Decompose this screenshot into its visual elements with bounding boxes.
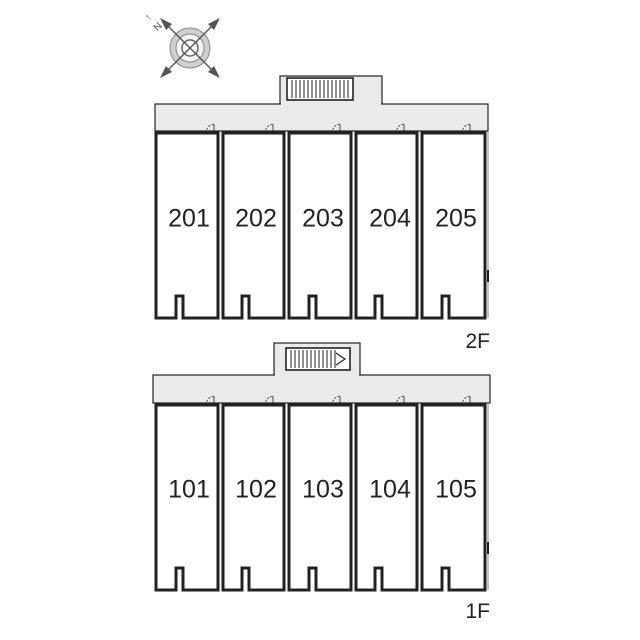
unit-205: 205 [420, 123, 487, 320]
unit-label: 203 [302, 205, 344, 233]
unit-104: 104 [354, 395, 419, 592]
unit-label: 104 [369, 476, 411, 504]
compass-rose-icon: N ↑ [143, 12, 220, 78]
unit-label: 101 [168, 476, 210, 504]
unit-label: 202 [235, 205, 277, 233]
unit-101: 101 [154, 395, 220, 592]
unit-202: 202 [221, 123, 286, 320]
unit-label: 102 [235, 476, 277, 504]
stairs-icon [286, 77, 354, 101]
unit-label: 103 [302, 476, 344, 504]
unit-102: 102 [221, 395, 286, 592]
unit-label: 201 [168, 205, 210, 233]
svg-text:↑: ↑ [143, 12, 153, 22]
unit-label: 204 [369, 205, 411, 233]
floor-2f-plan: 201 202 203 204 205 2F [154, 75, 490, 353]
unit-201: 201 [154, 123, 220, 320]
corridor-1f [152, 374, 491, 404]
unit-105: 105 [420, 395, 487, 592]
floor-1f-plan: 101 102 103 104 105 1F [152, 342, 491, 623]
unit-label: 205 [435, 205, 477, 233]
unit-103: 103 [287, 395, 353, 592]
floor-label-1f: 1F [465, 600, 490, 623]
stairs-icon [285, 347, 351, 371]
corridor-2f [154, 103, 489, 132]
floor-label-2f: 2F [465, 330, 490, 353]
unit-203: 203 [287, 123, 353, 320]
unit-204: 204 [354, 123, 419, 320]
unit-label: 105 [435, 476, 477, 504]
